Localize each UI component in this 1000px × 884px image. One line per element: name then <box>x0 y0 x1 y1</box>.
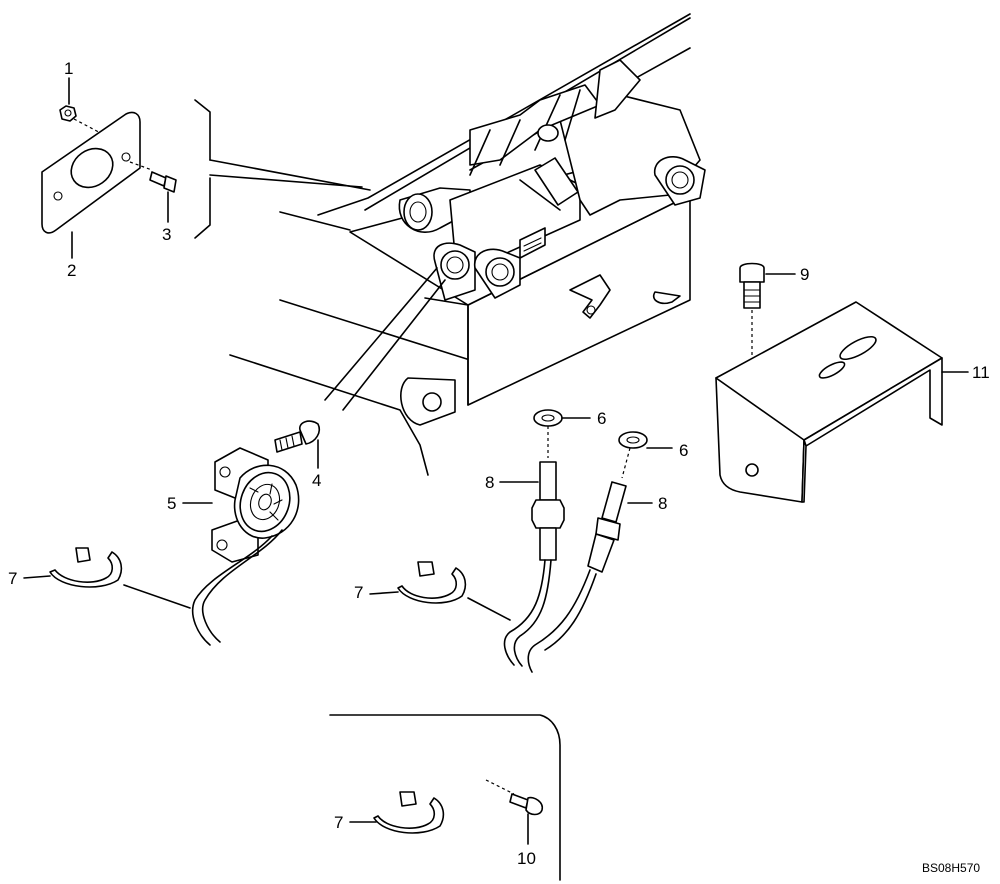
sensor-part-5 <box>182 447 300 646</box>
callout-8a: 8 <box>485 473 494 492</box>
callout-9: 9 <box>800 265 809 284</box>
callout-8b: 8 <box>658 494 667 513</box>
sensor-leader-lines <box>324 267 446 411</box>
connector-part-8b <box>527 481 653 673</box>
washer-part-6b <box>618 431 673 479</box>
callout-7a: 7 <box>8 569 17 588</box>
callout-4: 4 <box>312 471 321 490</box>
screw-part-10 <box>485 779 544 845</box>
clamp-part-7b <box>369 561 511 621</box>
transmission-housing <box>349 59 706 426</box>
callout-5: 5 <box>167 494 176 513</box>
callout-labels: 1 2 3 4 5 6 6 7 7 7 8 8 9 10 11 <box>8 59 990 868</box>
callout-2: 2 <box>67 261 76 280</box>
connector-part-8a <box>499 461 565 667</box>
plate-part-2 <box>41 111 141 259</box>
callout-7b: 7 <box>354 583 363 602</box>
callout-6b: 6 <box>679 441 688 460</box>
bolt-part-3 <box>129 161 177 223</box>
callout-3: 3 <box>162 225 171 244</box>
lower-box-outline <box>329 714 561 881</box>
callout-1: 1 <box>64 59 73 78</box>
bracket-part-11 <box>715 301 969 503</box>
bolt-part-9 <box>739 262 796 470</box>
bolt-part-4 <box>274 420 321 469</box>
clamp-part-7c <box>349 791 445 834</box>
nut-part-1 <box>59 77 111 139</box>
drawing-code: BS08H570 <box>922 861 980 875</box>
callout-10: 10 <box>517 849 536 868</box>
washer-part-6a <box>533 409 591 458</box>
clamp-part-7a <box>23 547 191 609</box>
callout-11: 11 <box>972 363 990 382</box>
callout-7c: 7 <box>334 813 343 832</box>
callout-6a: 6 <box>597 409 606 428</box>
